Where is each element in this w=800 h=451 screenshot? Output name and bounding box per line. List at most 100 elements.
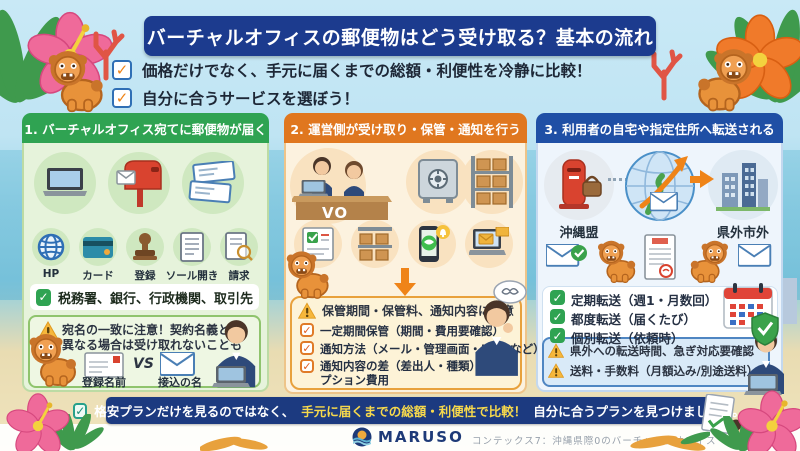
step3-warning-1-text: 県外への転送時間、急ぎ対応要確認 [570,344,754,358]
shield-check-icon [751,312,779,346]
envelope-icon [738,244,772,267]
flow-arrow-right-bar [690,176,702,183]
hibiscus-flower-pink [6,392,72,451]
step3-header: 3. 利用者の自宅や指定住所へ転送される [536,113,783,143]
step3-check-3: ✓ 個別転送（依頼時） [550,328,684,347]
step2-check-3: ✓ 通知内容の差（差出人・種類）、オプション費用 [300,359,500,387]
step3-warning-1: 県外への転送時間、急ぎ対応要確認 [548,343,754,359]
stamped-document-icon [644,234,676,280]
shisa-lion-small [285,250,330,300]
thought-bubble [489,280,527,312]
shisa-lion-small [689,240,729,284]
document-icon [173,228,211,266]
step2-warning-row: 保管期間・保管料、通知内容に注意 [298,302,514,319]
stamp-icon [126,228,164,266]
step3-check-1-text: 定期転送（週1・月数回） [571,293,718,308]
storage-boxes-icon [351,220,399,268]
brand-logo: MARUSO [352,427,464,447]
shisa-lion-left [47,49,104,113]
intro-check-2: ✓ 自分に合うサービスを選ぼう！ [112,86,359,110]
brand-name: MARUSO [378,428,464,446]
step1-warning-line2: 異なる場合は受け取れないことも [62,338,243,352]
step3-check-2: ✓ 都度転送（届くたび） [550,309,696,328]
city-buildings-icon [708,150,778,220]
laptop-icon [34,152,96,214]
city-building [783,278,797,324]
check-icon: ✓ [300,323,314,337]
to-label: 県外市外 [716,226,769,241]
postcard-icon [84,352,124,378]
transfer-dotted-line [608,178,628,181]
compare-right-label: 接込の名 [158,376,202,389]
step1-header-text: 1. バーチャルオフィス宛てに郵便物が届く [24,121,267,137]
transit-envelope-icon [650,192,678,212]
letters-icon [182,152,244,214]
globe-transfer-icon [625,151,695,221]
check-icon: ✓ [300,359,314,373]
check-icon: ✓ [112,88,132,108]
check-icon: ✓ [112,60,132,80]
sender-label-invoice: 請求 [228,270,250,282]
warning-triangle-icon [548,343,564,358]
laptop-mail-icon [465,220,513,268]
flow-arrow-down [401,268,409,283]
palm-leaf-decoration [630,431,710,451]
invoice-magnifier-icon [220,228,258,266]
hibiscus-flower-pink [736,390,800,451]
check-icon: ✓ [550,309,565,324]
postbox-icon [544,150,614,220]
sender-label-tool: ソール開き [165,270,219,282]
shisa-lion-right [697,47,755,112]
step3-check-3-text: 個別転送（依頼時） [571,331,684,346]
title-banner: バーチャルオフィスの郵便物はどう受け取る？基本の流れ [144,16,656,56]
maruso-sun-logo-icon [352,427,372,447]
intro-text-1: 価格だけでなく、手元に届くまでの総額・利便性を冷静に比較！ [142,62,592,80]
thinking-woman [475,300,518,376]
check-icon: ✓ [550,328,565,343]
step3-check-1: ✓ 定期転送（週1・月数回） [550,290,717,309]
vo-desk-label: VO [322,204,349,222]
check-icon: ✓ [300,341,314,355]
compare-left-label: 登録名前 [82,376,126,389]
shelf-boxes-icon [461,150,523,214]
step3-header-text: 3. 利用者の自宅や指定住所へ転送される [544,121,775,137]
step2-warning-text: 保管期間・保管料、通知内容に注意 [322,304,515,318]
shisa-lion-small [28,333,77,387]
banner-text-pre: 格安プランだけを見るのではなく、 [94,404,295,419]
flow-arrow-down-head [394,283,416,296]
step1-warning-line1: 宛名の一致に注意！契約名義と [62,323,231,337]
step3-check-2-text: 都度転送（届くたび） [571,312,697,327]
step1-header: 1. バーチャルオフィス宛てに郵便物が届く [22,113,269,143]
step2-check-1-text: 一定期間保管（期間・費用要確認） [320,324,504,338]
from-label: 沖縄盟 [559,226,599,241]
palm-leaf-decoration [200,436,268,451]
step3-warning-2: 送料・手数料（月額込み/別途送料） [548,363,758,379]
banner-text-highlight: 手元に届くまでの総額・利便性で比較！ [301,404,527,419]
phone-line-notification-icon [408,220,456,268]
banner-text-post: 自分に合うプランを見つけましょう。 [533,404,745,419]
envelope-check-icon [546,244,587,267]
sender-label-hp: HP [42,268,60,280]
step2-header-text: 2. 運営側が受け取り・保管・通知を行う [290,121,521,137]
step1-check-box: ✓ 税務署、銀行、行政機関、取引先 [30,284,259,310]
vs-label: VS [133,356,154,372]
check-icon: ✓ [36,288,51,306]
sender-label-card: カード [82,270,114,282]
bottom-banner: ✓ 格安プランだけを見るのではなく、 手元に届くまでの総額・利便性で比較！ 自分… [73,397,745,424]
step2-check-1: ✓ 一定期間保管（期間・費用要確認） [300,323,504,339]
coral-icon [650,46,692,108]
warning-triangle-icon [548,363,564,378]
flow-arrow-right [700,170,714,188]
credit-card-icon [79,228,117,266]
sender-label-register: 登録 [134,270,156,282]
check-icon: ✓ [550,290,565,305]
step1-check-text: 税務署、銀行、行政機関、取引先 [57,291,253,307]
intro-check-1: ✓ 価格だけでなく、手元に届くまでの総額・利便性を冷静に比較！ [112,58,592,82]
globe-icon [32,228,70,266]
intro-text-2: 自分に合うサービスを選ぼう！ [142,90,360,108]
step2-check-3-text: 通知内容の差（差出人・種類）、オプション費用 [320,359,499,387]
shisa-lion-small [597,240,637,284]
warning-triangle-icon [298,302,316,319]
woman-with-laptop [212,320,256,388]
